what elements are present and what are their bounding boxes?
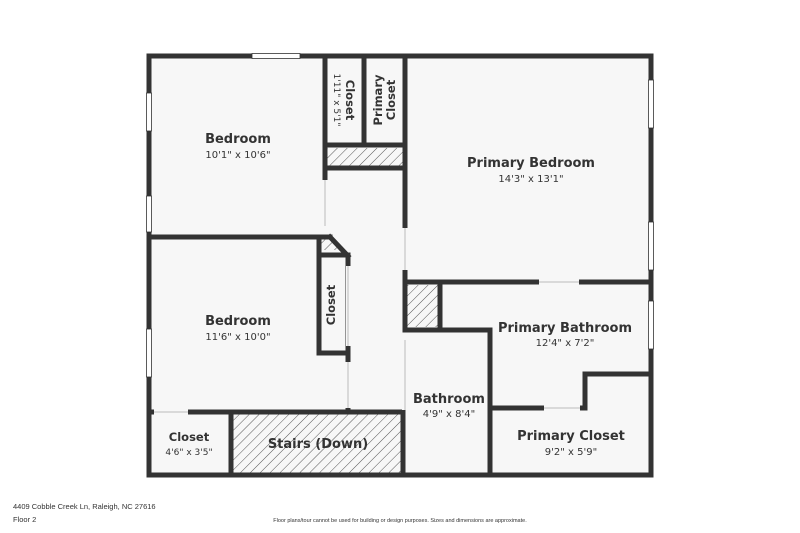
window-left-bottom: [146, 328, 152, 378]
window-right-2: [648, 221, 654, 271]
window-right-1: [648, 79, 654, 129]
primary-bedroom-dims: 14'3" x 13'1": [498, 174, 563, 185]
bedroom-bottom-name: Bedroom: [205, 314, 271, 329]
closet-small-label: Closet 1'11" x 5'1": [331, 74, 357, 127]
bedroom-top-name: Bedroom: [205, 132, 271, 147]
window-top-bedroom: [251, 53, 301, 59]
address-text: 4409 Cobble Creek Ln, Raleigh, NC 27616: [13, 502, 156, 511]
floor-label: Floor 2: [13, 515, 37, 524]
primary-closet-small-label: Primary Closet: [371, 74, 398, 125]
closet-bottom-name: Closet: [169, 430, 210, 444]
door-lines: [154, 180, 580, 413]
window-left-top-1: [146, 92, 152, 132]
stairs-name: Stairs (Down): [268, 437, 368, 452]
chase-hatch-right: [407, 285, 438, 327]
primary-bedroom-name: Primary Bedroom: [467, 156, 595, 171]
closet-small-name: Closet: [343, 80, 357, 121]
bedroom-bottom-dims: 11'6" x 10'0": [205, 332, 270, 343]
hall-closet-label: Closet: [324, 284, 338, 325]
walls: [146, 53, 654, 478]
disclaimer-text: Floor plans/tour cannot be used for buil…: [273, 518, 527, 524]
window-right-3: [648, 300, 654, 350]
hall-closet-name: Closet: [324, 284, 338, 325]
closet-small-dims: 1'11" x 5'1": [331, 74, 341, 127]
closet-bottom-dims: 4'6" x 3'5": [165, 448, 212, 458]
primary-closet-name: Primary Closet: [517, 429, 625, 444]
primary-bathroom-name: Primary Bathroom: [498, 321, 632, 336]
primary-closet-dims: 9'2" x 5'9": [545, 447, 597, 458]
chase-hatch-left: [319, 238, 340, 250]
bathroom-name: Bathroom: [413, 392, 485, 407]
primary-closet-small-line2: Closet: [384, 79, 398, 120]
primary-closet-small-line1: Primary: [371, 74, 385, 125]
openings: [146, 53, 654, 378]
stairs-hatch: [233, 413, 403, 475]
bathroom-dims: 4'9" x 8'4": [423, 409, 475, 420]
chase-hatch-upper: [327, 148, 405, 166]
window-left-top-2: [146, 195, 152, 233]
bedroom-top-dims: 10'1" x 10'6": [205, 150, 270, 161]
primary-bathroom-dims: 12'4" x 7'2": [536, 338, 595, 349]
